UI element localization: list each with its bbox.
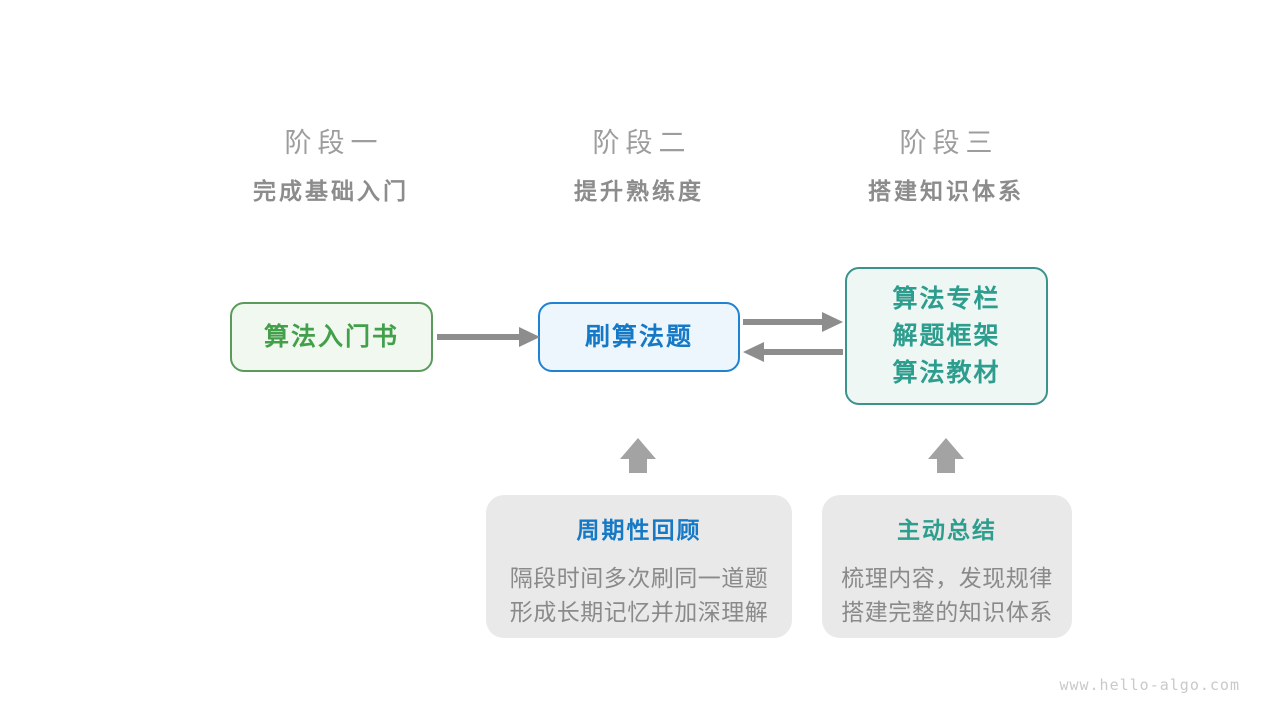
- up-arrow-review: [620, 438, 656, 473]
- stage-1-subtitle: 完成基础入门: [253, 178, 409, 204]
- panel-active-summary-body: 梳理内容，发现规律 搭建完整的知识体系: [822, 561, 1072, 629]
- panel-periodic-review-body: 隔段时间多次刷同一道题 形成长期记忆并加深理解: [486, 561, 792, 629]
- stage-2-header: 阶段二 提升熟练度: [509, 127, 769, 205]
- node-practice-problems-label: 刷算法题: [584, 322, 693, 351]
- stage-2-title: 阶段二: [592, 128, 692, 158]
- stage-1-title: 阶段一: [284, 128, 384, 158]
- node-advanced-resources: 算法专栏 解题框架 算法教材: [845, 267, 1048, 405]
- panel-periodic-review-line-2: 形成长期记忆并加深理解: [509, 599, 769, 625]
- stage-3-title: 阶段三: [899, 128, 999, 158]
- panel-active-summary-line-1: 梳理内容，发现规律: [841, 565, 1053, 591]
- panel-active-summary: 主动总结 梳理内容，发现规律 搭建完整的知识体系: [822, 495, 1072, 638]
- up-arrow-summary: [928, 438, 964, 473]
- panel-periodic-review: 周期性回顾 隔段时间多次刷同一道题 形成长期记忆并加深理解: [486, 495, 792, 638]
- panel-active-summary-line-2: 搭建完整的知识体系: [841, 599, 1053, 625]
- node-resources-line-1: 算法专栏: [892, 284, 1001, 313]
- arrow-practice-to-resources: [743, 312, 843, 332]
- watermark-url: www.hello-algo.com: [1059, 676, 1240, 694]
- stage-2-subtitle: 提升熟练度: [574, 178, 704, 204]
- stage-1-header: 阶段一 完成基础入门: [201, 127, 461, 205]
- node-practice-problems: 刷算法题: [538, 302, 740, 372]
- arrow-intro-to-practice: [437, 327, 540, 347]
- node-intro-book: 算法入门书: [230, 302, 433, 372]
- node-resources-line-3: 算法教材: [892, 358, 1001, 387]
- panel-active-summary-title: 主动总结: [897, 517, 997, 543]
- stage-3-header: 阶段三 搭建知识体系: [816, 127, 1076, 205]
- node-intro-book-label: 算法入门书: [263, 322, 399, 351]
- arrow-resources-to-practice: [743, 342, 843, 362]
- panel-periodic-review-line-1: 隔段时间多次刷同一道题: [509, 565, 769, 591]
- panel-periodic-review-title: 周期性回顾: [576, 517, 702, 543]
- node-resources-line-2: 解题框架: [892, 321, 1001, 350]
- stage-3-subtitle: 搭建知识体系: [868, 178, 1024, 204]
